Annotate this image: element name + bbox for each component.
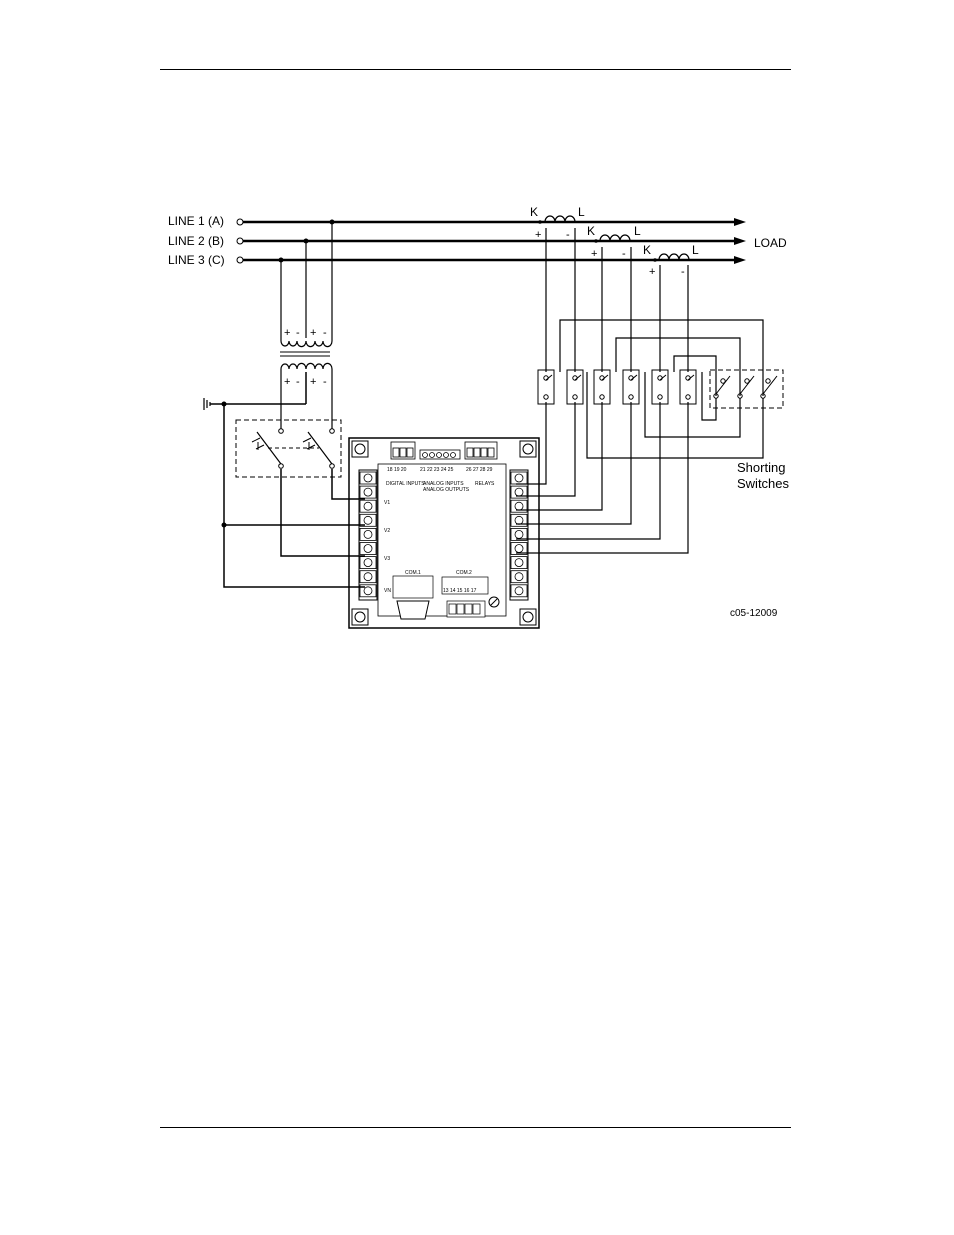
line-arrows — [734, 218, 746, 264]
svg-text:+: + — [591, 248, 597, 260]
svg-text:L: L — [634, 224, 641, 238]
ct-test-block — [538, 370, 696, 404]
svg-text:-: - — [566, 229, 570, 241]
line-3-label: LINE 3 (C) — [168, 253, 225, 267]
meter-body: 18 19 20 21 22 23 24 25 26 27 28 29 DIGI… — [349, 438, 539, 628]
terminal-v2: V2 — [384, 528, 390, 534]
terminal-v3: V3 — [384, 556, 390, 562]
svg-text:-: - — [323, 376, 327, 388]
svg-text:-: - — [622, 248, 626, 260]
svg-text:K: K — [643, 243, 651, 257]
digital-inputs-label: DIGITAL INPUTS — [386, 481, 425, 487]
voltage-wiring — [224, 404, 365, 587]
com2-numbers: 13 14 15 16 17 — [443, 588, 477, 594]
ground-symbol — [204, 372, 306, 410]
com1-label: COM.1 — [405, 570, 421, 576]
svg-text:-: - — [681, 266, 685, 278]
potential-transformers: + - + - + - + - — [279, 220, 335, 389]
analog-outputs-label: ANALOG OUTPUTS — [423, 487, 470, 493]
shorting-label-1: Shorting — [737, 460, 785, 475]
svg-text:+: + — [284, 327, 290, 339]
com2-label: COM.2 — [456, 570, 472, 576]
svg-text:K: K — [587, 224, 595, 238]
svg-text:+: + — [535, 229, 541, 241]
svg-text:-: - — [296, 327, 300, 339]
figure-code: c05-12009 — [730, 608, 778, 619]
top-numbers-3: 26 27 28 29 — [466, 467, 493, 473]
svg-text:-: - — [296, 376, 300, 388]
relays-label: RELAYS — [475, 481, 495, 487]
svg-text:+: + — [310, 376, 316, 388]
svg-text:-: - — [323, 327, 327, 339]
line-1-label: LINE 1 (A) — [168, 214, 224, 228]
load-label: LOAD — [754, 236, 787, 250]
svg-text:L: L — [578, 205, 585, 219]
terminal-vn: VN — [384, 588, 391, 594]
line-terminals — [237, 219, 243, 263]
top-numbers-2: 21 22 23 24 25 — [420, 467, 454, 473]
vn-junction — [222, 523, 227, 528]
svg-text:+: + — [284, 376, 290, 388]
shorting-label-2: Switches — [737, 476, 790, 491]
terminal-v1: V1 — [384, 500, 390, 506]
svg-text:+: + — [310, 327, 316, 339]
svg-text:L: L — [692, 243, 699, 257]
shorting-switches — [710, 370, 783, 408]
svg-text:+: + — [649, 266, 655, 278]
line-2-label: LINE 2 (B) — [168, 234, 224, 248]
top-numbers-1: 18 19 20 — [387, 467, 407, 473]
svg-text:K: K — [530, 205, 538, 219]
